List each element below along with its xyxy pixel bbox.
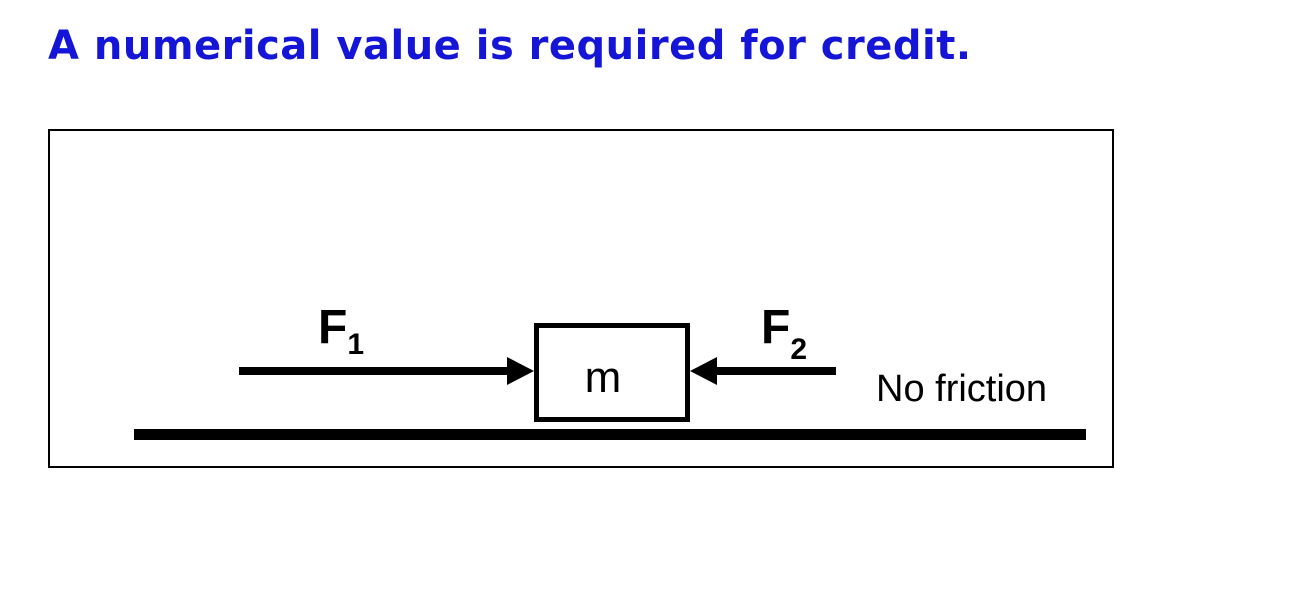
force-2-symbol: F xyxy=(761,301,790,354)
no-friction-note: No friction xyxy=(876,368,1047,410)
force-2-shaft xyxy=(713,367,836,375)
force-2-arrowhead xyxy=(690,357,717,385)
force-1-arrowhead xyxy=(507,357,534,385)
credit-notice: A numerical value is required for credit… xyxy=(48,23,972,69)
force-1-shaft xyxy=(239,367,511,375)
force-2-subscript: 2 xyxy=(790,333,807,366)
force-1-subscript: 1 xyxy=(347,328,364,361)
force-2-label: F2 xyxy=(761,301,807,366)
mass-label: m xyxy=(585,353,622,402)
force-1-symbol: F xyxy=(318,301,347,354)
force-1-label: F1 xyxy=(318,301,364,361)
force-diagram: m F1 F2 No friction xyxy=(48,129,1114,468)
mass-block xyxy=(534,323,690,422)
force-diagram-svg: m F1 F2 No friction xyxy=(134,301,1086,440)
ground-surface xyxy=(134,429,1086,440)
